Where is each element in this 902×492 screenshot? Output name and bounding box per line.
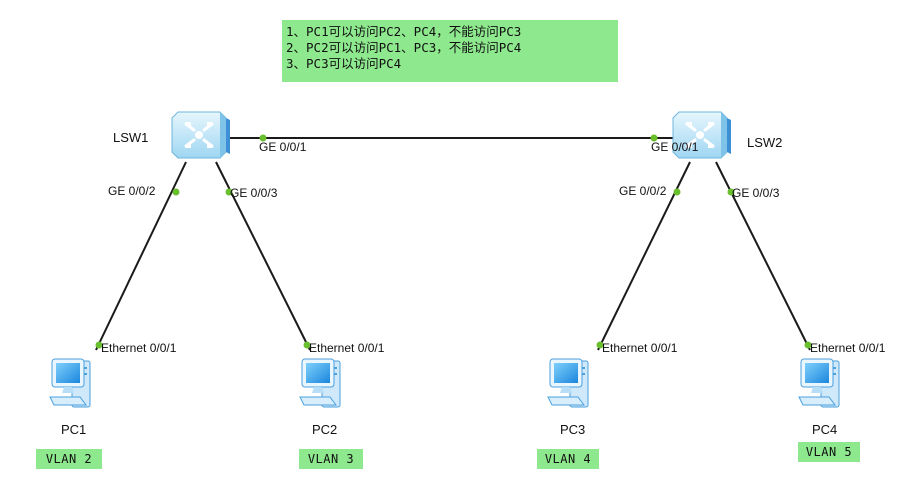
pc-label-pc1: PC1	[61, 422, 87, 437]
vlan-tag-pc1: VLAN 2	[36, 449, 102, 469]
switch-icon-lsw1[interactable]	[170, 110, 232, 160]
port-label-pc3-eth: Ethernet 0/0/1	[602, 341, 678, 355]
port-label-pc1-eth: Ethernet 0/0/1	[101, 341, 177, 355]
pc-icon-pc3[interactable]	[547, 358, 589, 408]
port-dot-pc4	[804, 341, 812, 349]
port-dot-lsw1-g001	[259, 134, 267, 142]
pc-label-pc3: PC3	[560, 422, 586, 437]
port-dot-lsw2-g002	[673, 188, 681, 196]
vlan-tag-pc4: VLAN 5	[798, 442, 860, 462]
link-lsw1-pc1	[95, 161, 187, 351]
port-label-pc2-eth: Ethernet 0/0/1	[309, 341, 385, 355]
port-dot-lsw2-g003	[727, 188, 735, 196]
port-label-lsw1-g002: GE 0/0/2	[108, 184, 156, 198]
port-dot-lsw2-g001	[650, 134, 658, 142]
pc-label-pc4: PC4	[812, 422, 838, 437]
switch-label-lsw1: LSW1	[113, 130, 149, 145]
pc-icon-pc4[interactable]	[798, 358, 840, 408]
switch-label-lsw2: LSW2	[747, 135, 783, 150]
port-label-lsw2-g002: GE 0/0/2	[619, 184, 667, 198]
note-line-3: 3、PC3可以访问PC4	[286, 56, 402, 71]
requirements-note: 1、PC1可以访问PC2、PC4，不能访问PC3 2、PC2可以访问PC1、PC…	[282, 20, 618, 82]
port-dot-pc1	[95, 341, 103, 349]
port-label-lsw1-g003: GE 0/0/3	[230, 186, 278, 200]
port-dot-lsw1-g002	[172, 188, 180, 196]
port-dots	[95, 134, 812, 349]
port-label-lsw2-g003: GE 0/0/3	[732, 186, 780, 200]
port-dot-pc2	[303, 341, 311, 349]
vlan-tag-pc2: VLAN 3	[299, 449, 363, 469]
links	[95, 137, 811, 351]
port-label-pc4-eth: Ethernet 0/0/1	[810, 341, 886, 355]
vlan-tag-pc3: VLAN 4	[537, 449, 599, 469]
note-line-2: 2、PC2可以访问PC1、PC3，不能访问PC4	[286, 40, 522, 55]
port-dot-pc3	[596, 341, 604, 349]
pc-icon-pc2[interactable]	[299, 358, 341, 408]
pc-label-pc2: PC2	[312, 422, 338, 437]
pc-icon-pc1[interactable]	[49, 358, 91, 408]
port-label-lsw1-g001: GE 0/0/1	[259, 140, 307, 154]
port-label-lsw2-g001: GE 0/0/1	[651, 140, 699, 154]
port-dot-lsw1-g003	[225, 188, 233, 196]
note-line-1: 1、PC1可以访问PC2、PC4，不能访问PC3	[286, 24, 522, 39]
